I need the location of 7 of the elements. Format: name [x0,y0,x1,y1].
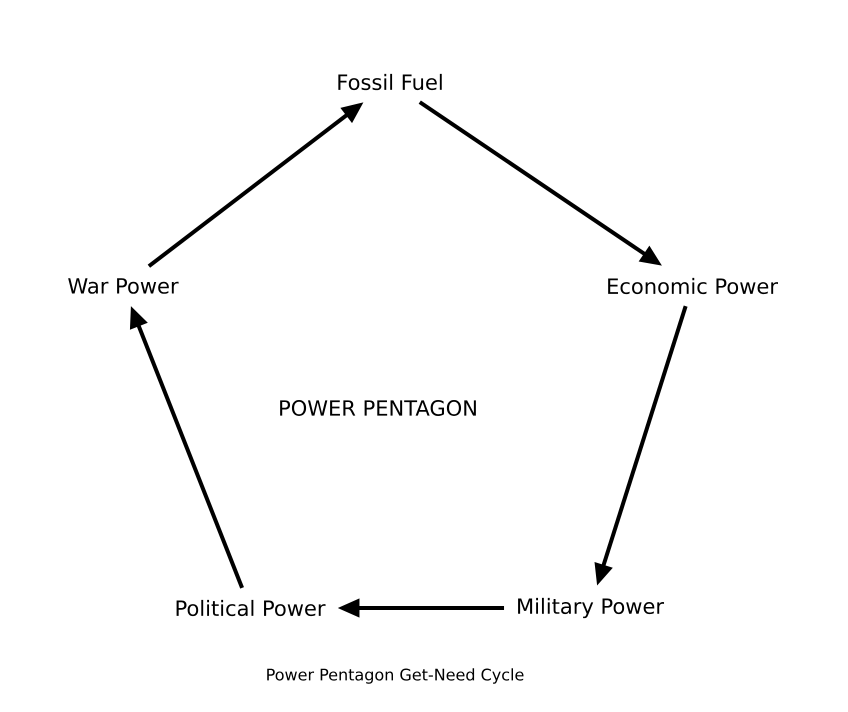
node-label: Fossil Fuel [338,74,442,90]
center-title: POWER PENTAGON [280,400,476,416]
node-label: Economic Power [608,278,778,294]
node-label: Military Power [518,598,664,618]
node-label: War Power [68,278,179,294]
caption: Power Pentagon Get-Need Cycle [267,668,524,684]
node-label: Political Power [176,600,326,616]
